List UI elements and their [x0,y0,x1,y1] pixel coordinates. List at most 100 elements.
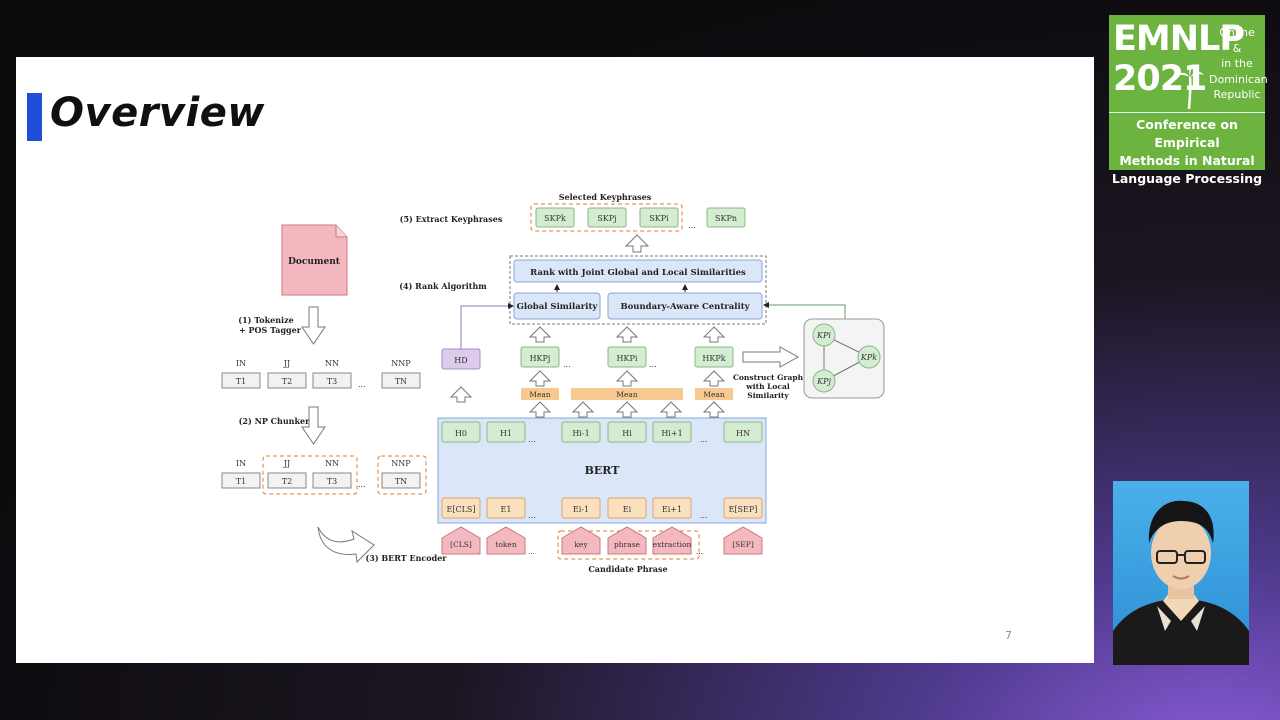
svg-text:Similarity: Similarity [747,391,789,400]
hd-to-global-line [460,303,514,349]
input-token: phrase [614,540,641,549]
emnlp-logo: EMNLP 2021 Online & in the Dominican Rep… [1109,15,1268,186]
svg-text:with Local: with Local [745,382,790,391]
boundary-centrality-box [607,292,763,320]
document-label: Document [288,257,341,267]
score-box: SKPi [649,214,669,223]
hidden-state: HN [736,429,750,438]
hidden-state: Hi-1 [572,429,589,438]
embedding: E[SEP] [729,505,758,514]
input-token: extraction [653,540,692,549]
step5-label: (5) Extract Keyphrases [400,214,503,224]
step3-label: (3) BERT Encoder [365,553,447,563]
selected-keyphrases-frame [530,203,683,232]
rank-algorithm-frame [509,255,767,325]
step2-label: (2) NP Chunker [239,416,310,426]
svg-text:HD: HD [454,356,467,365]
pos-tag: NN [325,459,339,468]
logo-main-line2: 2021 [1113,59,1207,99]
kp-embedding: HKPi [617,354,638,363]
svg-text:...: ... [528,511,536,520]
embedding: Ei+1 [662,505,682,514]
curved-arrow [317,526,375,564]
candidate-phrase-frame [557,530,700,560]
construct-graph-arrow [742,346,800,368]
svg-text:Construct Graph: Construct Graph [733,373,804,382]
overview-diagram: Document (1) Tokenize + POS Tagger (2) N… [221,192,885,574]
selected-keyphrases-label: Selected Keyphrases [559,192,652,202]
input-token: [SEP] [732,540,754,549]
pos-tag: JJ [283,459,290,468]
svg-text:...: ... [563,360,571,369]
kp-embedding: HKPk [702,354,725,363]
step4-label: (4) Rank Algorithm [399,281,487,291]
input-token: key [574,540,588,549]
hidden-state: H0 [455,429,467,438]
title-accent-bar [27,93,42,141]
mean-bar [695,388,733,400]
candidate-phrase-label: Candidate Phrase [588,564,667,574]
svg-text:...: ... [528,547,535,556]
global-similarity-box [513,292,601,320]
input-token: token [495,540,517,549]
pos-tag: NNP [391,459,411,468]
token: TN [395,477,407,486]
token: T1 [236,477,246,486]
svg-text:Mean: Mean [529,390,551,399]
pos-tag: NNP [391,359,411,368]
svg-text:...: ... [700,511,708,520]
svg-text:KPk: KPk [860,353,877,362]
token: T3 [327,477,337,486]
score-box: SKPj [597,214,616,223]
embedding: E[CLS] [447,505,476,514]
score-box: SKPn [715,214,737,223]
pos-tag: IN [236,459,246,468]
token: T1 [236,377,246,386]
embedding: Ei [623,505,632,514]
token-row-1: IN JJ NN NNP T1 T2 T3 TN ... [221,359,421,389]
mean-bar [571,388,683,400]
slide-title: Overview [50,90,265,136]
hidden-state: H1 [500,429,512,438]
speaker-webcam [1113,481,1249,665]
graph-node [857,345,881,369]
logo-main-line1: EMNLP [1113,19,1245,59]
svg-text:...: ... [528,435,536,444]
svg-text:...: ... [696,547,703,556]
embedding: Ei-1 [573,505,589,514]
svg-text:...: ... [649,360,657,369]
page-number: 7 [1005,629,1012,642]
svg-text:Boundary-Aware Centrality: Boundary-Aware Centrality [620,302,750,312]
graph-node [812,323,836,347]
speaker-avatar [1113,500,1249,665]
palm-tree-icon [1176,65,1204,109]
down-arrow-1 [301,306,326,345]
svg-text:BERT: BERT [585,464,621,477]
document-node: Document [281,224,348,296]
pos-tag: IN [236,359,246,368]
logo-location: Online & in the Dominican Republic [1209,26,1268,101]
token-row-2: IN JJ NN NNP T1 T2 T3 TN ... [221,455,427,495]
svg-text:Mean: Mean [703,390,725,399]
step1-line2: + POS Tagger [239,325,302,335]
pos-tag: JJ [283,359,290,368]
svg-text:Rank with Joint Global and Loc: Rank with Joint Global and Local Similar… [530,268,746,278]
token: T2 [282,477,292,486]
pos-tag: NN [325,359,339,368]
svg-text:Global Similarity: Global Similarity [517,302,599,312]
ellipsis: ... [358,480,366,489]
slide: Overview 7 Document (1) Tokenize + POS T… [16,57,1094,663]
ellipsis: ... [688,221,696,230]
graph-node [812,369,836,393]
token: T2 [282,377,292,386]
token: T3 [327,377,337,386]
hidden-state: Hi [622,429,632,438]
mean-bar [521,388,559,400]
svg-text:KPj: KPj [816,377,831,386]
embedding: E1 [501,505,512,514]
logo-subtitle: Conference on Empirical Methods in Natur… [1109,112,1265,186]
svg-text:...: ... [700,435,708,444]
svg-text:KPi: KPi [816,331,831,340]
kp-embedding: HKPj [530,354,551,363]
rank-box [513,259,763,283]
